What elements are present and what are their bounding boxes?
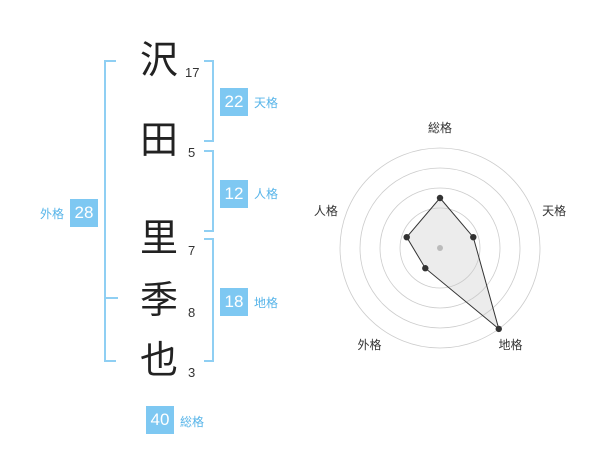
gaikaku-label: 外格 <box>40 207 65 221</box>
radar-point-2 <box>470 233 477 241</box>
jinkaku-label: 人格 <box>254 187 279 201</box>
chikaku-value: 18 <box>220 288 248 316</box>
radar-axis-label-1: 総格 <box>428 120 452 135</box>
name-char-1: 沢 <box>140 38 179 82</box>
radar-point-3 <box>495 325 502 333</box>
radar-point-5 <box>403 233 410 241</box>
radar-axis-label-5: 人格 <box>314 203 338 218</box>
chikaku-bracket <box>204 238 214 362</box>
gaikaku-bracket <box>104 60 116 362</box>
name-char-5: 也 <box>140 338 179 382</box>
stroke-count-3: 7 <box>188 243 196 258</box>
radar-point-1 <box>436 194 444 202</box>
chikaku-label: 地格 <box>254 296 279 310</box>
stroke-count-4: 8 <box>188 305 196 320</box>
soukaku-label: 総格 <box>180 415 205 429</box>
radar-center <box>437 245 443 251</box>
jinkaku-bracket <box>204 150 214 232</box>
name-char-2: 田 <box>140 118 179 162</box>
jinkaku-value: 12 <box>220 180 248 208</box>
radar-point-4 <box>422 265 429 272</box>
radar-area <box>406 197 500 331</box>
gaikaku-value: 28 <box>70 199 98 227</box>
name-char-3: 里 <box>140 216 179 260</box>
name-char-4: 季 <box>140 278 179 322</box>
stroke-count-5: 3 <box>188 365 196 380</box>
stroke-count-2: 5 <box>188 145 196 160</box>
stroke-count-1: 17 <box>185 65 200 80</box>
radar-axis-label-2: 天格 <box>542 203 566 218</box>
radar-ring-1 <box>399 207 481 289</box>
tenkaku-label: 天格 <box>254 96 279 110</box>
radar-axis-label-4: 外格 <box>357 337 381 352</box>
radar-ring-3 <box>359 167 521 329</box>
tenkaku-bracket <box>204 60 214 142</box>
radar-ring-4 <box>339 147 541 349</box>
soukaku-value: 40 <box>146 406 174 434</box>
gaikaku-bracket-mid <box>106 297 118 299</box>
tenkaku-value: 22 <box>220 88 248 116</box>
radar-axis-label-3: 地格 <box>499 337 523 352</box>
radar-ring-2 <box>379 187 501 309</box>
